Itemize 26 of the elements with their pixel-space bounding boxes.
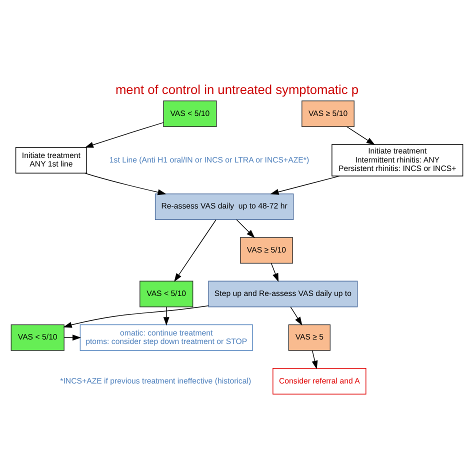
arrow xyxy=(236,218,255,238)
node-box: VAS ≥ 5 xyxy=(288,324,331,350)
node-box: VAS < 5/10 xyxy=(140,280,194,307)
arrow xyxy=(63,304,209,328)
arrow xyxy=(163,306,170,326)
node-box: VAS ≥ 5/10 xyxy=(302,100,354,126)
arrow xyxy=(346,126,376,145)
node-box: VAS ≥ 5/10 xyxy=(240,236,293,264)
arrow xyxy=(270,262,279,282)
diagram-title: ment of control in untreated symptomatic p xyxy=(115,82,359,97)
arrow xyxy=(84,172,166,195)
label: 1st Line (Anti H1 oral/IN or INCS or LTRA or INCS+AZE*) xyxy=(109,154,310,164)
node-box: Re-assess VAS daily up to 48-72 hr xyxy=(154,193,294,220)
node-box: VAS < 5/10 xyxy=(163,100,217,126)
arrow xyxy=(290,306,302,326)
arrow xyxy=(312,350,318,369)
arrow xyxy=(174,218,216,282)
arrow xyxy=(84,122,164,148)
node-box: Consider referral and A xyxy=(272,368,366,394)
node-box: VAS < 5/10 xyxy=(10,324,64,350)
label: *INCS+AZE if previous treatment ineffective (historical) xyxy=(60,376,252,385)
node-box: Initiate treatment Intermittent rhinitis: ANY Persistent rhinitis: INCS or INCS+ xyxy=(332,144,464,176)
node-box: omatic: continue treatment ptoms: consider step down treatment or STOP xyxy=(80,324,253,350)
node-box: Initiate treatment ANY 1st line xyxy=(15,146,87,173)
node-box: Step up and Re-assess VAS daily up to xyxy=(208,280,358,307)
arrow xyxy=(270,175,340,194)
